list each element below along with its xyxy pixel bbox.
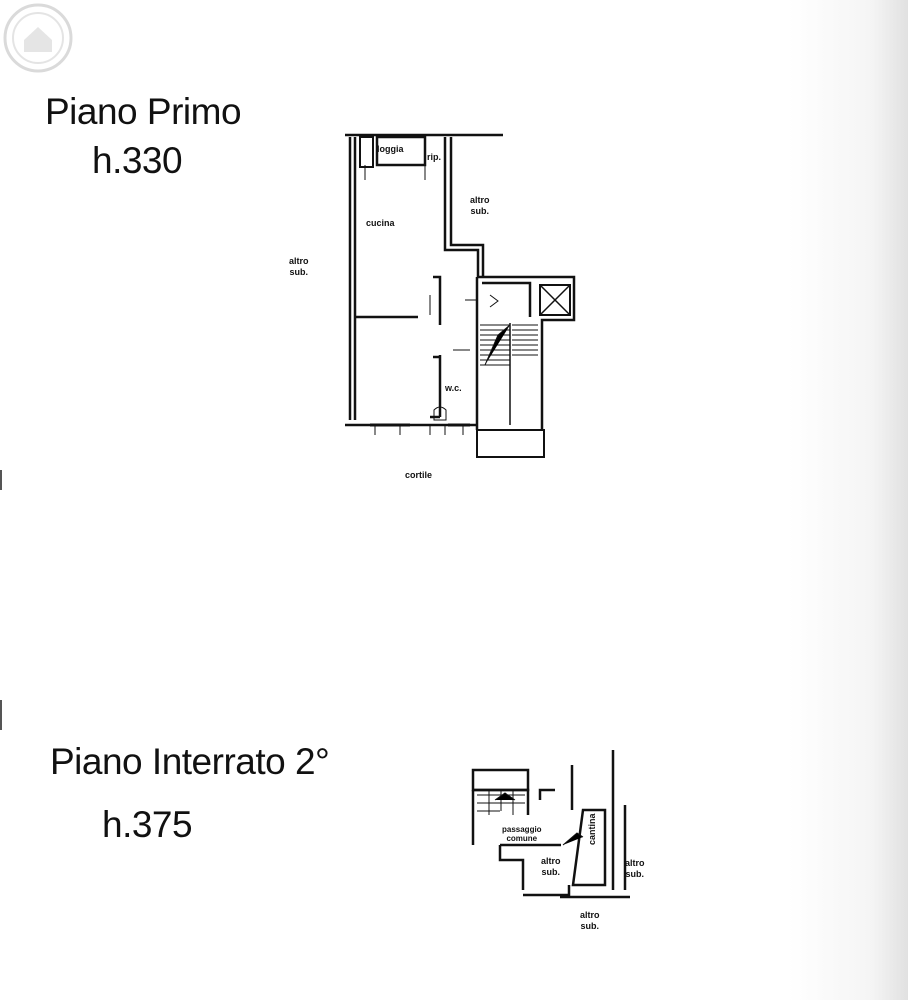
label-altro-sub-c: altro sub.: [580, 910, 600, 931]
floor-height-interrato: h.375: [102, 804, 193, 845]
room-label-loggia: loggia: [377, 144, 404, 154]
floor-plan-interrato: [471, 750, 630, 899]
room-label-cantina: cantina: [587, 813, 597, 845]
label-altro-sub-left: altro sub.: [289, 256, 309, 277]
room-label-rip: rip.: [427, 152, 442, 162]
floor-title-primo: Piano Primo: [45, 91, 242, 132]
house-icon: [3, 3, 73, 73]
floor-height-primo: h.330: [92, 140, 183, 181]
label-altro-sub-b: altro sub.: [625, 858, 645, 879]
floor-title-interrato: Piano Interrato 2°: [50, 741, 330, 782]
label-cortile: cortile: [405, 470, 433, 480]
room-label-cucina: cucina: [366, 218, 395, 228]
label-altro-sub-right: altro sub.: [470, 195, 490, 216]
room-label-wc: w.c.: [445, 383, 462, 393]
label-altro-sub-a: altro sub.: [541, 856, 561, 877]
scan-edge-mark: [0, 470, 2, 490]
label-passaggio-comune: passaggio comune: [502, 825, 542, 843]
scan-edge-mark: [0, 700, 2, 730]
floor-plan-primo: [345, 133, 576, 458]
scan-shadow: [788, 0, 908, 1000]
